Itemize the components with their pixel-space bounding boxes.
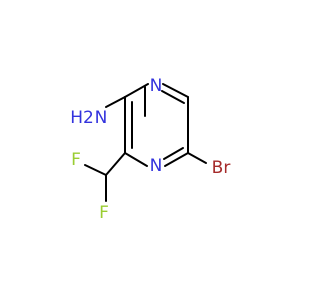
atom-br: Br (212, 158, 231, 178)
atom-h2: H2 (70, 108, 94, 128)
bond-c3-chf2 (105, 152, 126, 176)
atom-n-ring-bottom: N (150, 156, 163, 176)
bond-c5-br (187, 152, 207, 164)
bond-n1-c6 (162, 83, 189, 98)
atom-f-top: F (71, 150, 81, 170)
structure-svg: N N H2 N F F Br (70, 76, 230, 223)
bond-c2-n1-outer (124, 83, 149, 98)
bond-c5-n4 (164, 152, 189, 167)
bond-c5-n4-double (163, 147, 184, 160)
atom-n-amino: N (95, 108, 108, 128)
atom-label-layer: N N H2 N F F Br (70, 76, 230, 223)
atom-f-bottom: F (99, 203, 109, 223)
bond-c2-nh2 (105, 96, 126, 108)
bond-n4-c3 (124, 152, 148, 167)
bond-c-f1 (84, 164, 107, 176)
atom-n-ring-top: N (150, 76, 163, 96)
bond-n1-c6-double (161, 90, 185, 104)
bond-layer (84, 83, 207, 202)
molecule-diagram: N N H2 N F F Br (70, 76, 230, 223)
